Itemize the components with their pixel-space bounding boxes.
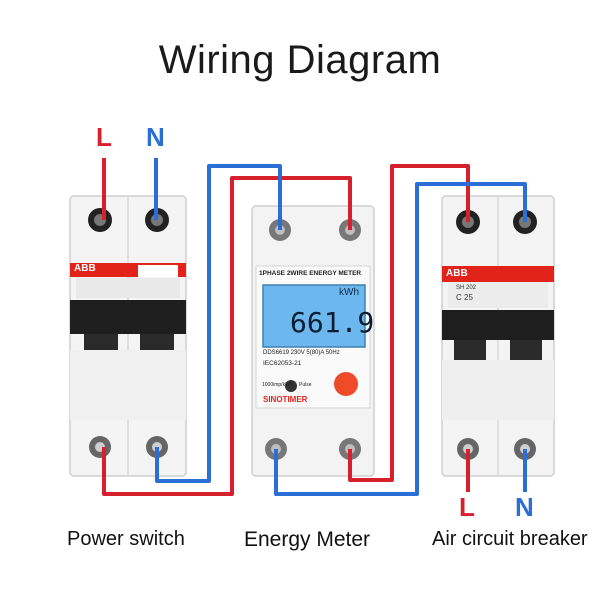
meter-pulse: Pulse <box>299 382 312 388</box>
meter-header: 1PHASE 2WIRE ENERGY METER <box>259 270 362 277</box>
label-live-output: L <box>459 492 475 522</box>
wire-live-meter-to-breaker <box>348 164 470 482</box>
meter-reading: 661.9 <box>290 306 375 339</box>
meter-standard: IEC62053-21 <box>263 360 302 367</box>
meter-impulse: 1000imp/kWh <box>262 382 293 388</box>
wire-neutral-switch-to-meter <box>155 164 282 483</box>
caption-air-circuit-breaker: Air circuit breaker <box>432 528 588 550</box>
power-switch-device <box>69 195 187 477</box>
label-neutral-input: N <box>146 122 165 152</box>
wire-neutral-meter-to-breaker <box>274 182 527 496</box>
air-circuit-breaker-device <box>441 195 555 477</box>
energy-meter-device <box>251 205 375 477</box>
breaker-rating: C 25 <box>456 293 473 302</box>
caption-energy-meter: Energy Meter <box>244 528 371 551</box>
page-title: Wiring Diagram <box>158 38 442 82</box>
label-live-input: L <box>96 122 112 152</box>
meter-model-line: DDS6619 230V 5(80)A 50Hz <box>263 350 340 356</box>
meter-unit: kWh <box>339 287 359 298</box>
meter-brand: SINOTIMER <box>263 395 308 404</box>
power-switch-brand-logo: ABB <box>74 263 96 274</box>
breaker-model: SH 202 <box>456 285 477 291</box>
label-neutral-output: N <box>515 492 534 522</box>
caption-power-switch: Power switch <box>67 528 185 550</box>
wire-live-switch-to-meter <box>102 176 352 496</box>
breaker-brand-logo: ABB <box>446 268 468 279</box>
